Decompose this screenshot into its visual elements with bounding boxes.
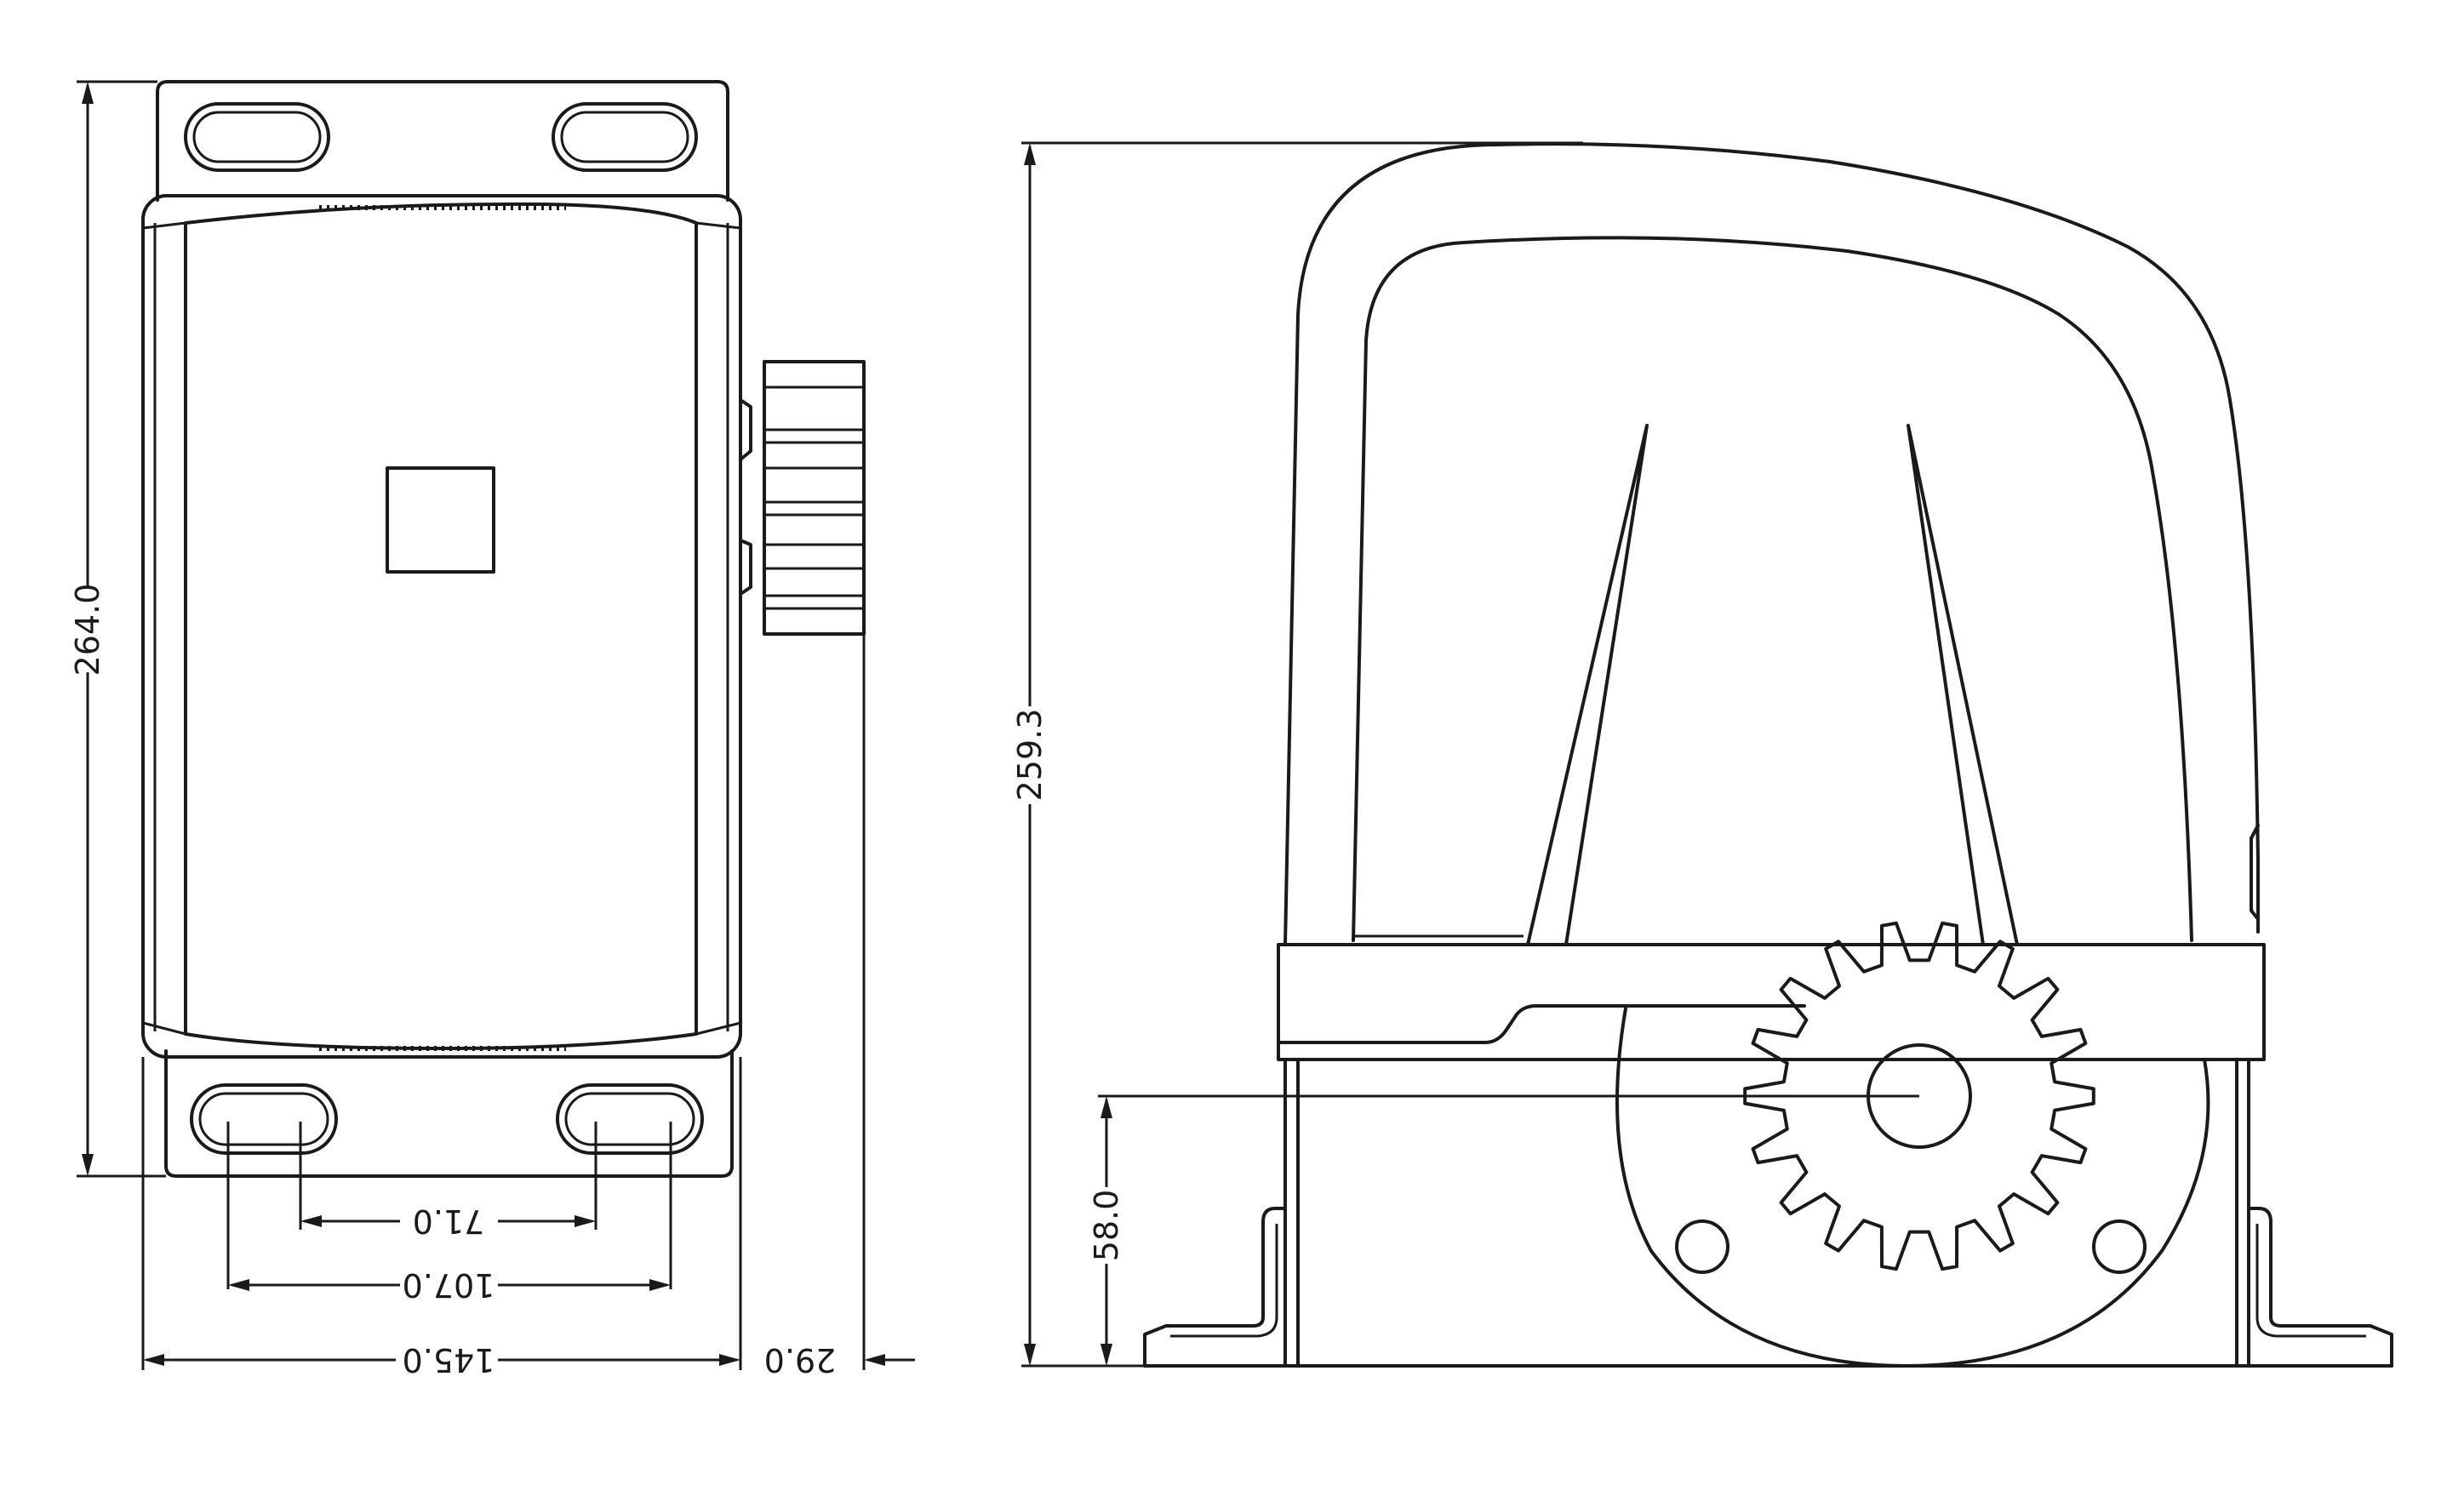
base-band-step (1277, 1004, 1806, 1044)
housing-outer (141, 194, 742, 1059)
bottom-right-slot (556, 1083, 704, 1155)
bottom-flange (164, 1049, 734, 1178)
strut-right (1907, 424, 2019, 946)
side-view: 259.3 58.0 (1011, 141, 2393, 1368)
drive-plate (1615, 1007, 2210, 1368)
foot-right (2247, 1207, 2393, 1368)
bottom-left-slot (190, 1083, 338, 1155)
dim-gear-height-label: 58.0 (1088, 1190, 1125, 1262)
foot-left (1143, 1207, 1287, 1368)
dim-height-side-label: 259.3 (1011, 709, 1049, 802)
dim-gear-height: 58.0 (1088, 1094, 1919, 1366)
top-left-slot-inner (192, 111, 322, 163)
dim-hole-inner: 71.0 (299, 1122, 597, 1240)
dim-width-base-label: 145.0 (403, 1341, 495, 1379)
top-flange (156, 80, 729, 202)
dim-height-front: 264.0 (69, 80, 166, 1178)
cover-inner (1352, 236, 2193, 942)
cover-outer (1283, 142, 2260, 946)
dim-gear-offset: 29.0 (764, 634, 915, 1379)
dim-hole-inner-label: 71.0 (413, 1202, 485, 1240)
housing-top-chamfer (142, 221, 741, 230)
top-right-slot (552, 102, 698, 172)
top-right-slot-inner (560, 111, 689, 163)
dim-hole-outer-label: 107.0 (403, 1266, 495, 1304)
foot-right-inner (2255, 1224, 2366, 1338)
foot-left-inner (1170, 1224, 1278, 1338)
bottom-right-slot-inner (564, 1092, 695, 1146)
indicator-window (386, 466, 495, 574)
front-gear-profile (739, 360, 866, 636)
front-view: 264.0 71.0 107.0 (69, 80, 915, 1379)
dim-height-front-label: 264.0 (69, 584, 106, 677)
strut-left (1526, 424, 1649, 946)
top-left-slot (184, 102, 330, 172)
housing-inner (184, 202, 698, 1050)
bottom-left-slot-inner (198, 1092, 329, 1146)
plate-hole-left (1675, 1219, 1729, 1274)
plate-hole-right (2092, 1219, 2147, 1274)
dim-height-side: 259.3 (1011, 141, 1583, 1368)
dim-hole-outer: 107.0 (226, 1122, 672, 1304)
dim-gear-offset-label: 29.0 (764, 1341, 837, 1379)
side-latch (2250, 824, 2260, 921)
housing-bottom-chamfer (142, 1021, 741, 1036)
pinion-gear (1743, 921, 2095, 1271)
dim-width-base: 145.0 (141, 1057, 742, 1379)
